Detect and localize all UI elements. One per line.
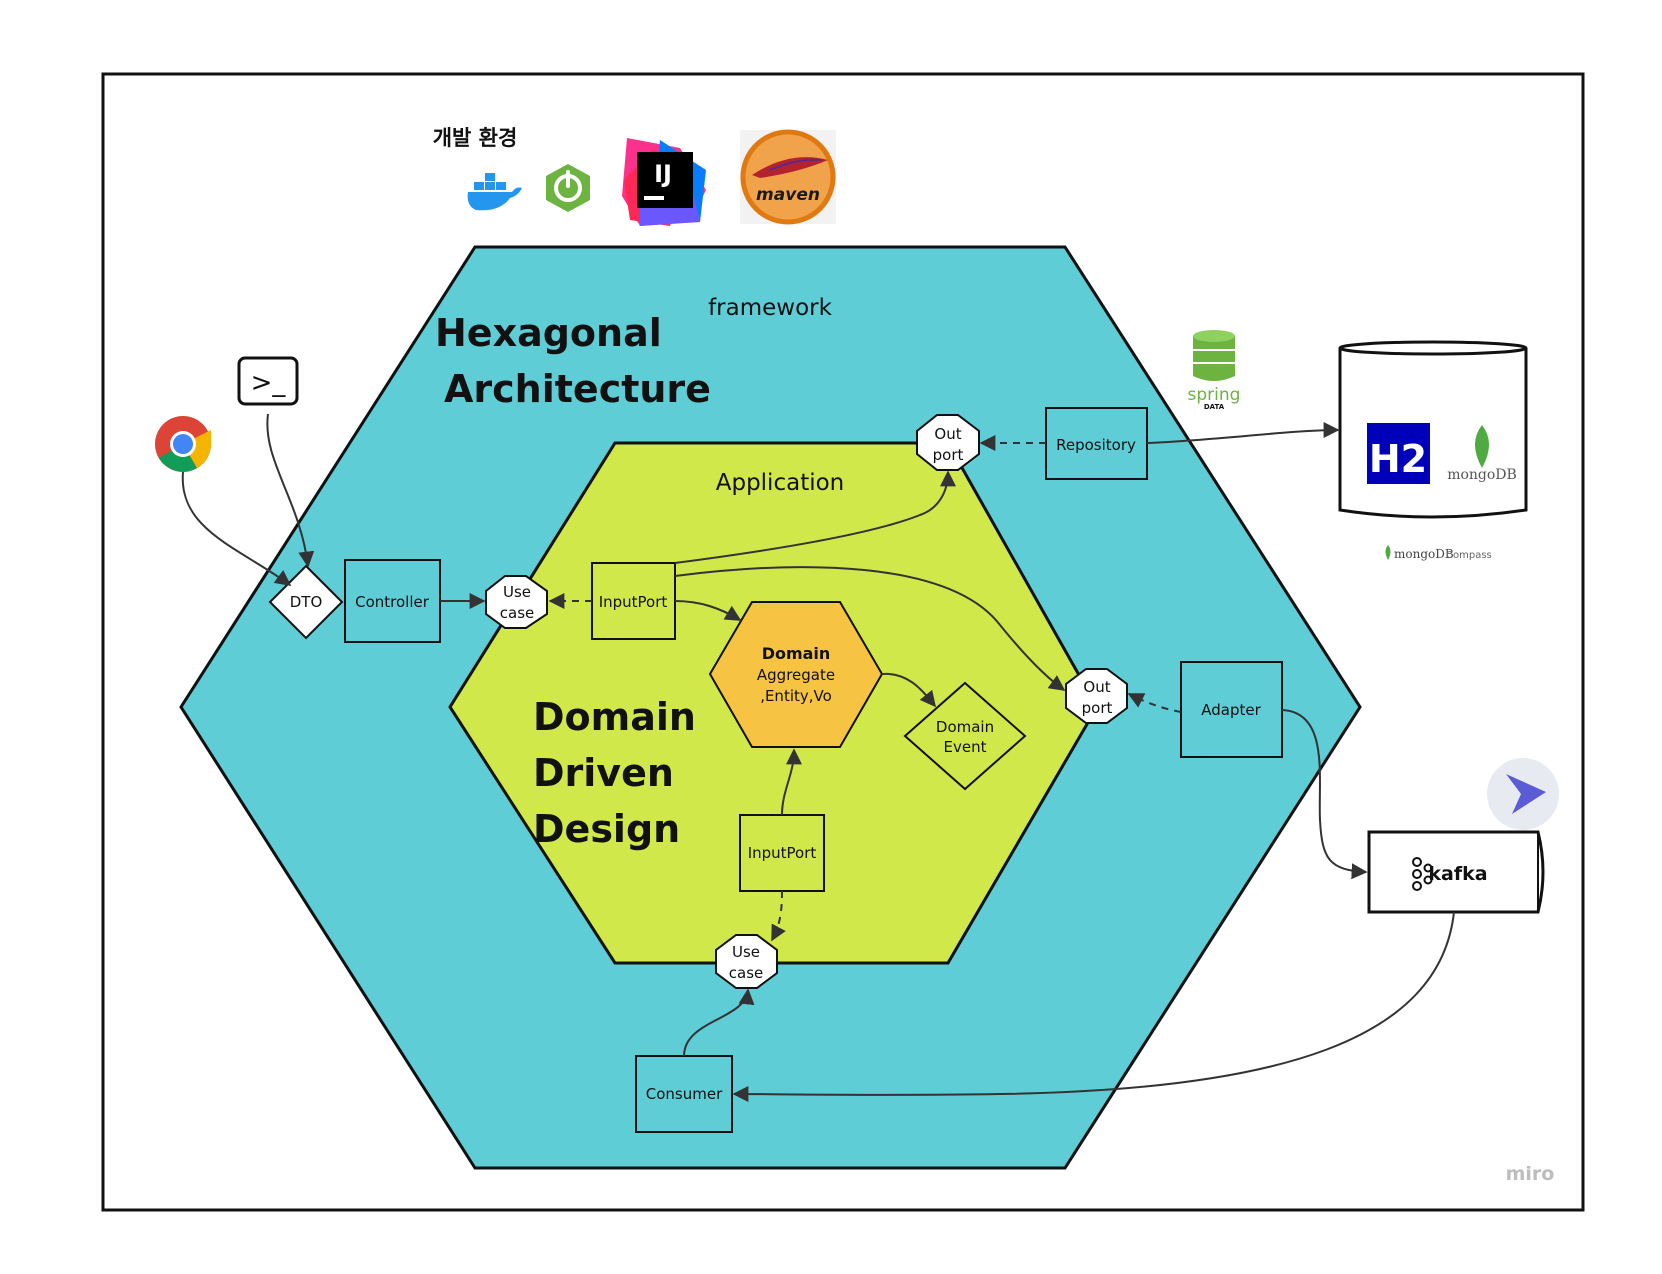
compass-brand: mongoDB [1394,547,1454,561]
consumer-node [635,1055,733,1133]
kafka-label: kafka [1428,863,1487,885]
inputport-to-outport-top-arrow [674,470,956,564]
outport-top-line1: Out [934,425,961,443]
maven-label: maven [756,185,820,205]
chrome-to-dto-arrow [181,471,292,586]
terminal-icon: >_ [237,356,299,406]
terminal-glyph: >_ [251,368,287,398]
usecase-bottom-line2: case [729,964,763,982]
domain-title: Domain [762,644,831,663]
connectors [181,413,1455,1103]
usecase-left-line2: case [500,604,534,622]
usecase-bottom-node [715,934,778,989]
terminal-to-dto-arrow [266,413,315,568]
domain-to-event-arrow [881,672,937,708]
inputport-top-label: InputPort [599,593,668,611]
usecase-left-line1: Use [503,583,531,601]
h2-label: H2 [1369,437,1427,481]
usecase-left-node [485,575,548,629]
domain-hexagon [708,601,884,748]
spring-data-line1: spring [1188,385,1241,405]
inputport-to-outport-right-arrow [674,566,1066,691]
inputport-bottom-label: InputPort [748,844,817,862]
adapter-label: Adapter [1201,701,1261,719]
repository-to-database-arrow [1146,422,1340,444]
consumer-label: Consumer [646,1085,723,1103]
mongodb-label: mongoDB [1447,467,1517,483]
mongodb-compass-logo: mongoDB Compass [1385,545,1492,561]
inputport-to-usecase-bottom-arrow [771,890,786,942]
spring-data-icon: spring DATA [1188,330,1241,411]
ddd-title-line2: Driven [533,751,674,795]
spring-boot-icon [546,164,590,212]
compass-suffix: Compass [1446,550,1492,561]
outport-right-line2: port [1082,699,1113,717]
controller-node [344,559,441,643]
spring-data-line2: DATA [1204,403,1225,411]
domain-line2: Aggregate [757,666,835,684]
dto-label: DTO [290,593,323,611]
docker-icon [467,173,522,211]
miro-watermark: miro [1506,1163,1555,1185]
intellij-label: IJ [654,160,672,188]
ddd-title-line3: Design [533,807,680,851]
inputport-bottom-node [739,814,825,892]
h2-icon: H2 [1367,423,1430,484]
adapter-node [1180,661,1283,758]
hexagonal-title-line1: Hexagonal [435,311,662,355]
framework-label: framework [708,295,833,321]
kafka-tube [1367,830,1545,914]
inputport-to-domain-up-arrow [781,748,802,816]
intellij-icon: IJ [622,138,706,226]
domain-event-line1: Domain [936,718,994,736]
hexagonal-title-line2: Architecture [444,367,711,411]
adapter-to-kafka-arrow [1281,709,1368,880]
controller-label: Controller [355,593,430,611]
inputport-to-domain-arrow [674,600,742,621]
outport-right-node [1065,668,1128,724]
domain-event-node [903,681,1027,791]
application-label: Application [716,470,845,496]
domain-line3: ,Entity,Vo [760,687,832,705]
stream-send-icon [1487,758,1559,830]
dev-env-heading: 개발 환경 [433,126,518,150]
mongodb-icon: mongoDB [1447,425,1517,483]
kafka-to-consumer-arrow [732,911,1455,1103]
usecase-bottom-line1: Use [732,943,760,961]
outport-top-line2: port [933,446,964,464]
outport-right-line1: Out [1083,678,1110,696]
maven-icon: maven [740,129,836,225]
outport-top-node [916,414,980,471]
consumer-to-usecase-arrow [683,988,755,1057]
repository-node [1045,407,1148,480]
ddd-title-line1: Domain [533,695,696,739]
adapter-to-outport-arrow [1127,693,1182,713]
repository-label: Repository [1056,436,1136,454]
chrome-icon [155,416,211,472]
domain-event-line2: Event [944,738,987,756]
kafka-icon [1412,857,1433,891]
